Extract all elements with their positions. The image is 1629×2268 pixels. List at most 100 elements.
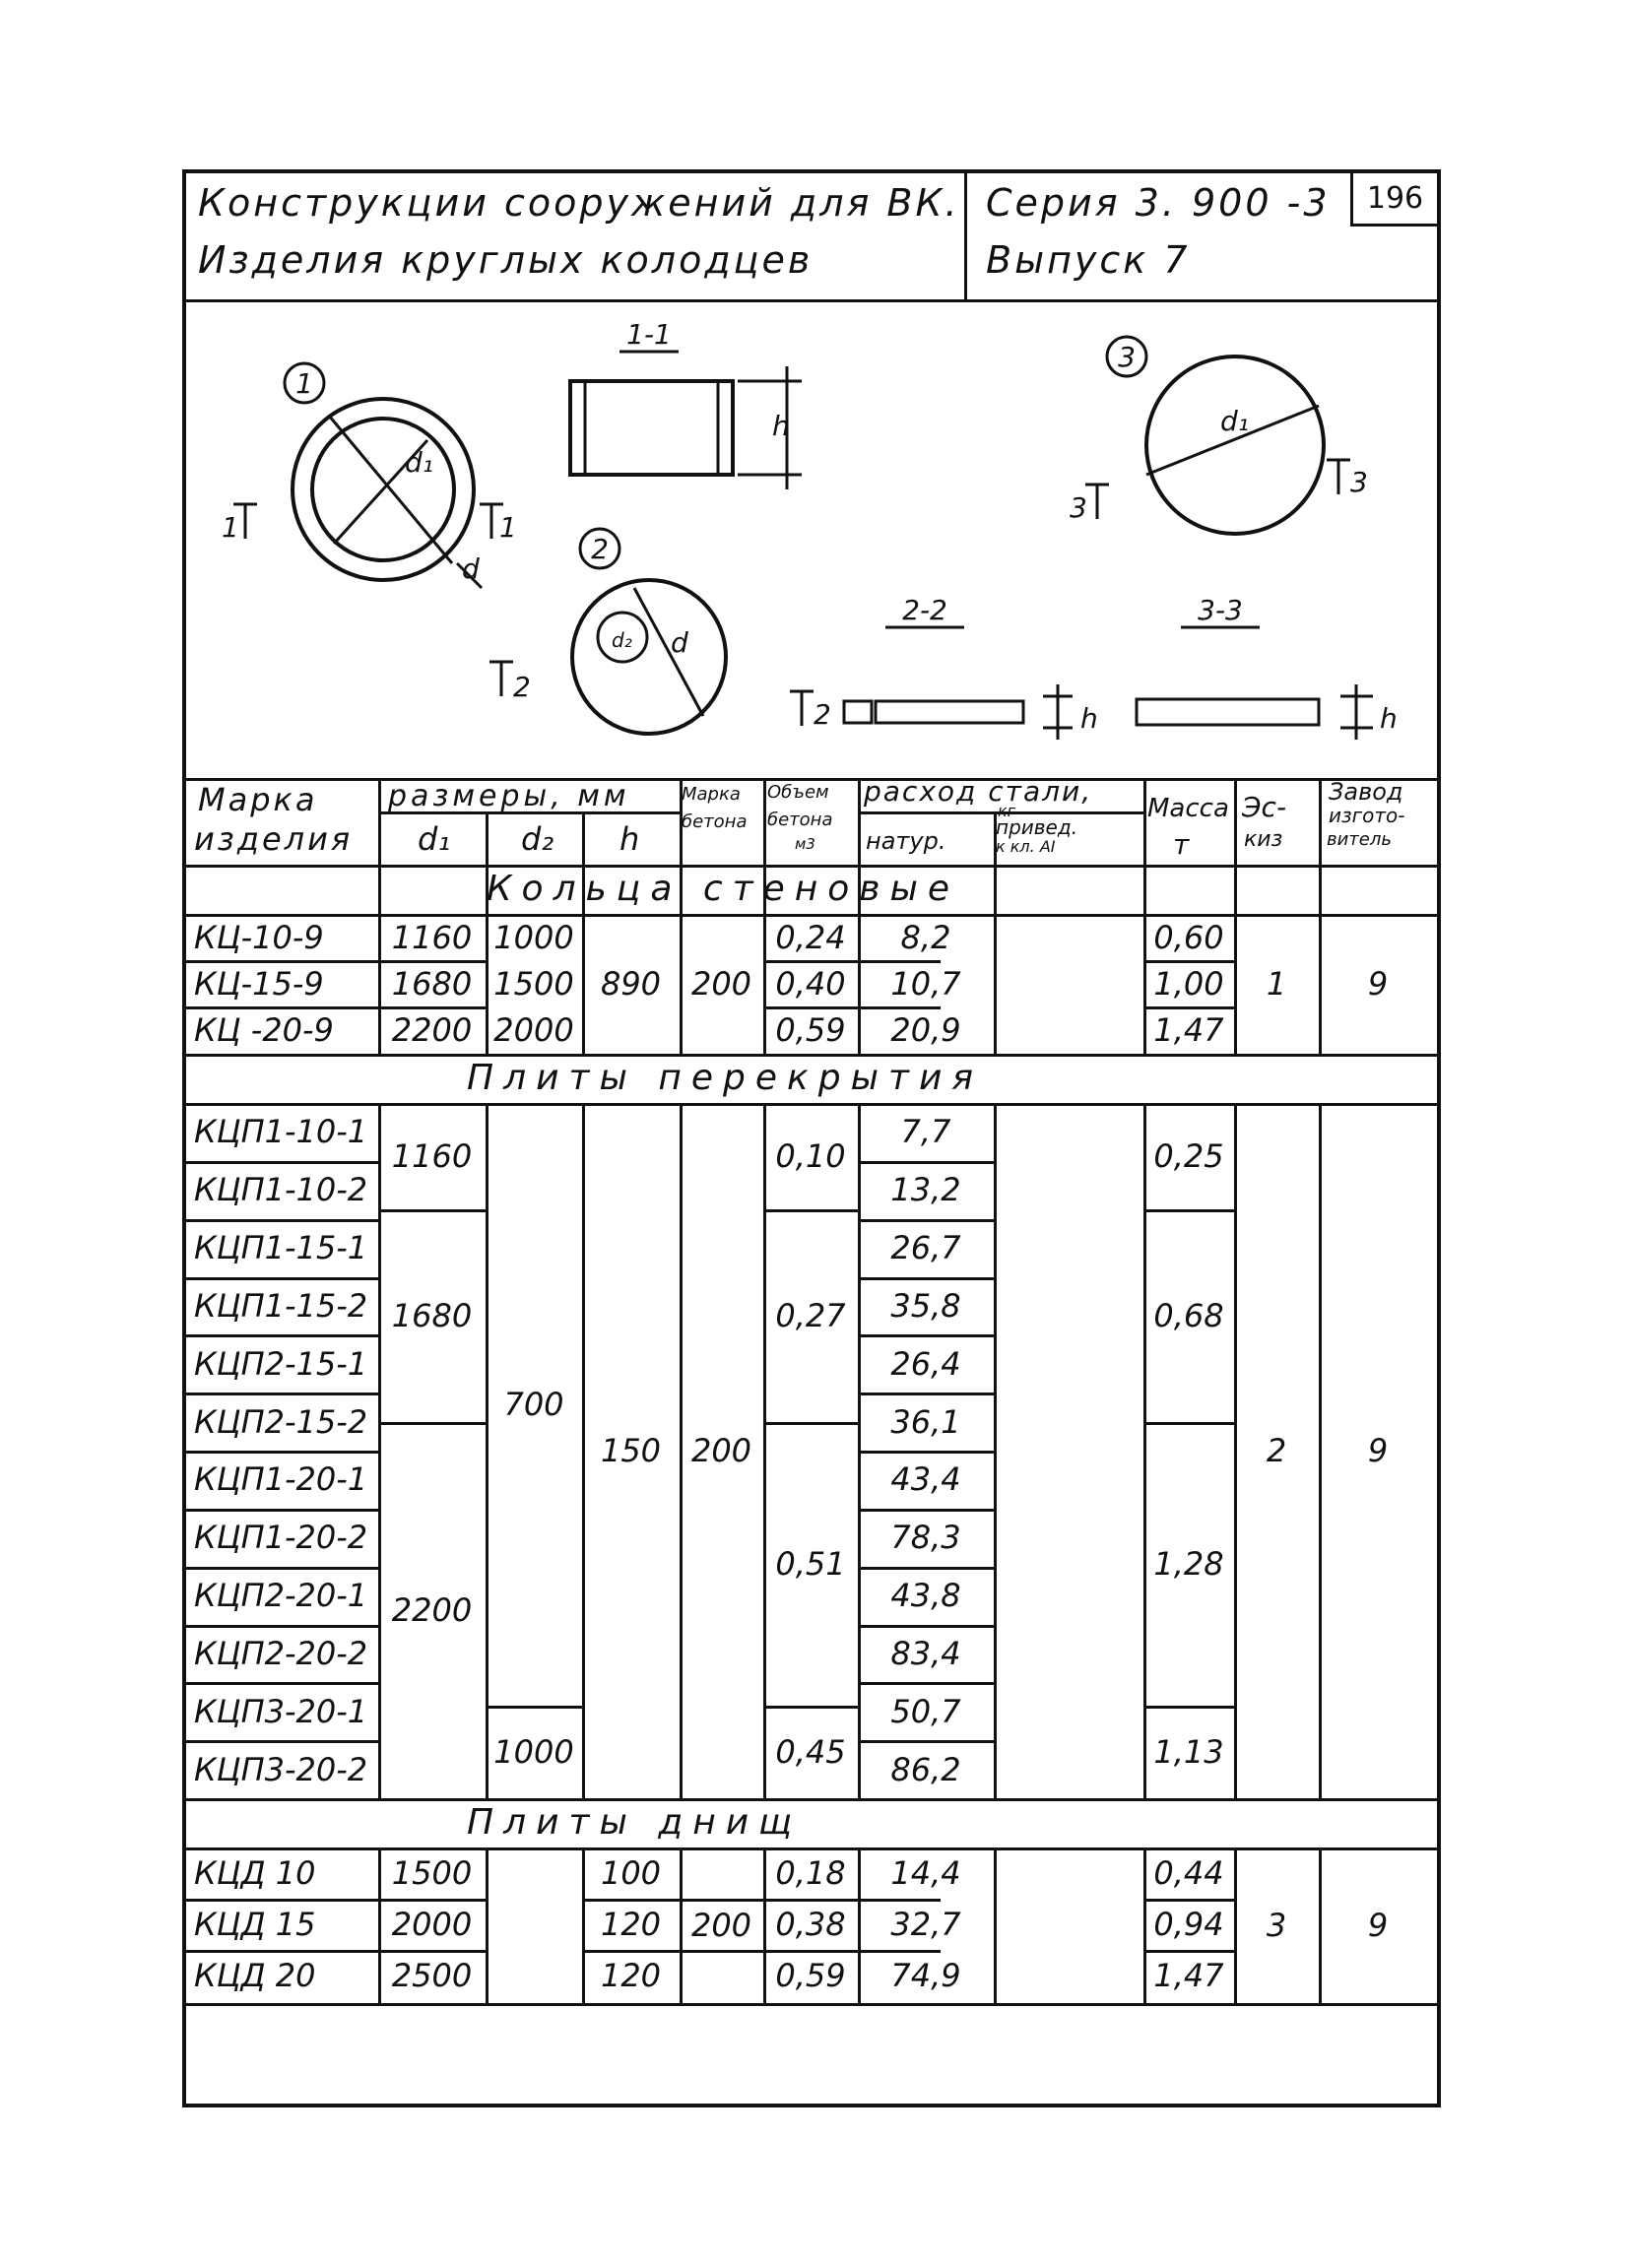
drawing-sheet: Конструкции сооружений для ВК. Изделия к… xyxy=(182,169,1441,2107)
slab-group-line xyxy=(1143,1209,1234,1212)
slab-volume-cell: 0,51 xyxy=(775,1545,846,1583)
slab-plant-cell: 9 xyxy=(1367,1432,1389,1469)
dims-subheader-line xyxy=(378,811,680,814)
column-divider xyxy=(994,1103,997,1798)
column-divider xyxy=(582,1103,585,1798)
slab-steel-cell: 43,8 xyxy=(890,1577,961,1615)
fig2-insert-label: d₂ xyxy=(612,628,632,652)
bottom-mark-cell: КЦД 10 xyxy=(194,1854,316,1892)
slab-group-line xyxy=(763,1422,858,1425)
slab-mark-cell: КЦП1-15-2 xyxy=(194,1286,368,1325)
slab-row-line xyxy=(186,1508,378,1512)
ring-mass-cell: 1,00 xyxy=(1153,964,1224,1003)
column-divider xyxy=(378,778,381,914)
fig-3-number: 3 xyxy=(1118,341,1136,373)
column-divider xyxy=(378,1847,381,2003)
bottom-mass-cell: 0,94 xyxy=(1153,1906,1224,1943)
hdr-mark-l2: изделия xyxy=(194,820,354,858)
column-divider xyxy=(994,811,997,914)
column-divider xyxy=(1319,1847,1322,2003)
ring-grade-cell: 200 xyxy=(690,965,752,1003)
slab-row-line xyxy=(186,1740,378,1744)
slab-volume-cell: 0,27 xyxy=(775,1297,846,1334)
column-divider xyxy=(1234,778,1237,914)
bottom-mass-cell: 0,44 xyxy=(1153,1854,1224,1892)
column-divider xyxy=(378,1103,381,1798)
slab-row-line xyxy=(186,1276,378,1280)
ring-d1-cell: 1160 xyxy=(391,918,473,956)
hdr-vol-l1: Объем xyxy=(767,782,829,803)
bottom-steel-cell: 32,7 xyxy=(890,1906,961,1943)
bottom-row-line xyxy=(1143,1950,1234,1953)
title-line-2: Изделия круглых колодцев xyxy=(198,238,814,282)
column-divider xyxy=(1319,914,1322,1054)
slab-group-line xyxy=(378,1422,486,1425)
column-divider xyxy=(858,914,861,1054)
bottom-grade-cell: 200 xyxy=(690,1907,752,1944)
sketches-area: 1 2 3 1-1 2-2 3-3 d₁ d h d₂ d d₁ h h 1 1… xyxy=(222,318,1398,740)
hdr-h: h xyxy=(619,820,640,858)
slab-d2-cell: 1000 xyxy=(493,1733,574,1771)
title-block-bottom-line xyxy=(186,299,1437,302)
hdr-d2: d₂ xyxy=(521,820,554,858)
ring-d2-cell: 1500 xyxy=(493,964,574,1003)
cut-2-left: 2 xyxy=(513,671,531,703)
column-divider xyxy=(486,914,489,1054)
column-divider xyxy=(680,778,683,914)
hdr-sketch-l2: киз xyxy=(1244,827,1283,852)
fig-2-number: 2 xyxy=(591,533,609,565)
ring-plant-cell: 9 xyxy=(1367,965,1389,1003)
ring-h-cell: 890 xyxy=(600,965,662,1003)
section-bottoms-title: Плиты днищ xyxy=(467,1802,803,1843)
slab-group-line xyxy=(763,1209,858,1212)
slab-steel-cell: 78,3 xyxy=(890,1519,961,1557)
hdr-plant-l1: Завод xyxy=(1329,778,1403,806)
slab-row-line xyxy=(186,1393,378,1396)
slab-mark-cell: КЦП1-10-1 xyxy=(194,1113,368,1151)
column-divider xyxy=(1319,778,1322,914)
slab-row-line xyxy=(186,1566,378,1570)
slab-mark-cell: КЦП1-15-1 xyxy=(194,1229,368,1267)
cut-3-right: 3 xyxy=(1350,466,1368,498)
bottoms-section-line xyxy=(186,1847,1437,1850)
column-divider xyxy=(582,811,585,914)
hdr-sketch-l1: Эс- xyxy=(1242,791,1287,823)
bottom-volume-cell: 0,18 xyxy=(775,1854,846,1892)
slab-mark-cell: КЦП3-20-2 xyxy=(194,1750,368,1788)
rings-section-line xyxy=(186,914,1437,917)
ring-row-line xyxy=(763,960,941,963)
bottom-volume-cell: 0,38 xyxy=(775,1906,846,1943)
slab-steel-cell: 35,8 xyxy=(890,1286,961,1325)
ring-volume-cell: 0,40 xyxy=(775,964,846,1003)
slab-volume-cell: 0,45 xyxy=(775,1733,846,1771)
bottom-d1-cell: 2000 xyxy=(391,1906,473,1943)
ring-mark-cell: КЦ-10-9 xyxy=(194,918,324,956)
hdr-plant-l3: витель xyxy=(1327,829,1392,850)
bottom-mass-cell: 1,47 xyxy=(1153,1957,1224,1994)
slab-d2-cell: 700 xyxy=(503,1386,564,1423)
slab-mass-cell: 1,13 xyxy=(1153,1733,1224,1771)
ring-mass-cell: 0,60 xyxy=(1153,918,1224,956)
table-bottom-line xyxy=(186,2003,1437,2006)
hdr-vol-l3: м3 xyxy=(795,835,815,853)
column-divider xyxy=(680,1103,683,1798)
bottom-d1-cell: 2500 xyxy=(391,1957,473,1994)
ring-outer-circle xyxy=(291,397,476,582)
section-1-1-h-label: h xyxy=(772,410,790,442)
column-divider xyxy=(680,1847,683,2003)
slab-group-line xyxy=(378,1209,486,1212)
hdr-mass-l2: т xyxy=(1173,828,1190,861)
fig1-d1-label: d₁ xyxy=(405,446,433,479)
ring-mark-cell: КЦ-15-9 xyxy=(194,964,324,1003)
ring-inner-circle xyxy=(310,417,456,562)
column-divider xyxy=(1234,914,1237,1054)
slab-row-line xyxy=(186,1160,378,1164)
ring-row-line xyxy=(1143,960,1234,963)
slab-row-line xyxy=(858,1740,994,1744)
hdr-priv-l1: привед. xyxy=(996,815,1078,839)
bottom-h-cell: 120 xyxy=(600,1957,662,1994)
ring-steel-cell: 10,7 xyxy=(890,964,961,1003)
ring-volume-cell: 0,24 xyxy=(775,918,846,956)
slab-mark-cell: КЦП1-20-1 xyxy=(194,1460,368,1499)
slab-d1-cell: 1680 xyxy=(391,1297,473,1334)
